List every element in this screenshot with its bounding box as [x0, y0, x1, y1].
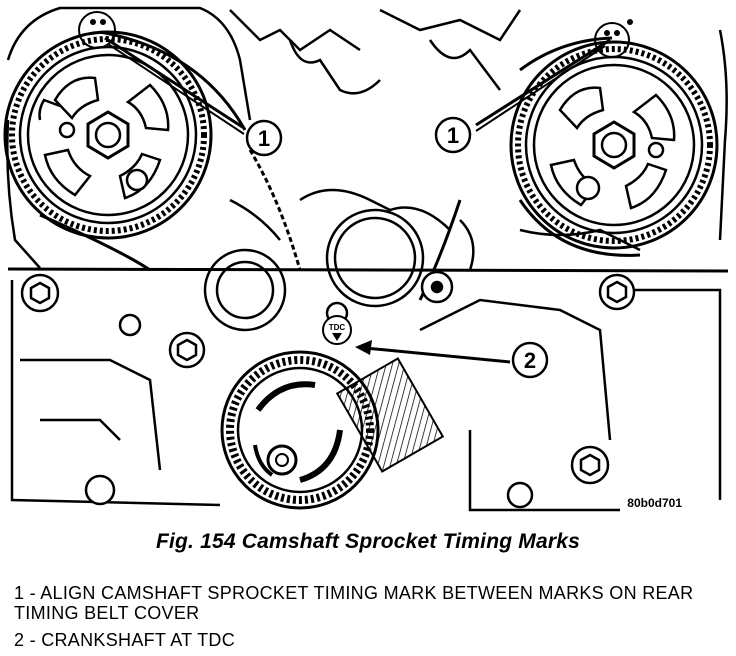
figure-code: 80b0d701: [627, 496, 682, 510]
callout-1-left: 1: [104, 36, 283, 157]
tdc-mark: TDC: [322, 315, 352, 345]
right-camshaft-sprocket: [509, 19, 719, 250]
svg-text:TDC: TDC: [329, 323, 346, 332]
callout-2: 2: [355, 340, 549, 379]
crankshaft-sprocket: [220, 350, 445, 510]
figure-caption: Fig. 154 Camshaft Sprocket Timing Marks: [155, 530, 581, 553]
callout-label: 2: [524, 348, 536, 373]
engine-block-outline: [6, 6, 728, 512]
timing-belt: [39, 30, 641, 301]
callout-label: 1: [447, 123, 459, 148]
engine-timing-diagram: TDC 1 1 2 80b0d701: [3, 6, 729, 512]
callout-1-right: 1: [434, 38, 611, 154]
left-camshaft-sprocket: [3, 11, 213, 240]
callout-label: 1: [258, 126, 270, 151]
bolts: [20, 273, 636, 509]
legend-item-2: 2 - CRANKSHAFT AT TDC: [14, 630, 236, 650]
legend-item-1: 1 - ALIGN CAMSHAFT SPROCKET TIMING MARK …: [14, 583, 694, 623]
cover-reference-line: [7, 267, 729, 273]
